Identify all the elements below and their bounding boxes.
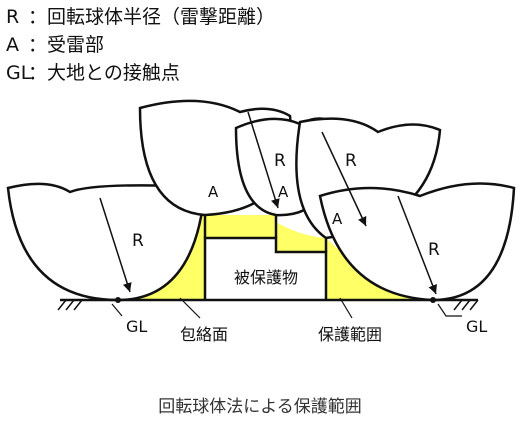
radius-arrow-top <box>247 111 280 209</box>
legend-text: 回転球体半径（雷撃距離） <box>47 6 276 28</box>
contact-point-right <box>430 297 436 303</box>
legend-row-gl: GL：大地との接触点 <box>6 62 180 84</box>
radius-arrow-right <box>397 195 437 295</box>
radius-label: R <box>345 151 357 171</box>
radius-arrow-left <box>99 197 132 293</box>
protected-zone-right <box>326 238 433 300</box>
legend-text: 大地との接触点 <box>47 62 180 84</box>
protection-label: 保護範囲 <box>318 325 382 344</box>
legend-sep: ： <box>28 62 48 84</box>
leader-gl-right <box>437 303 462 317</box>
legend-sep: ： <box>28 6 48 28</box>
rolling-sphere-diagram: R R R R A A A 被保護物 GL GL 包絡面 保護範囲 <box>6 99 516 344</box>
legend-sep: ： <box>28 34 48 56</box>
protected-zone-roof-left <box>205 215 276 238</box>
sphere-right <box>318 182 516 302</box>
strike-label: A <box>208 183 219 201</box>
protected-zone-roof-right <box>276 222 326 252</box>
contact-point-left <box>115 297 121 303</box>
radius-label: R <box>132 231 144 251</box>
legend-row-a: A ：受雷部 <box>6 34 104 56</box>
sphere-left <box>6 182 207 302</box>
legend-key: GL <box>6 62 32 84</box>
ground-hatch-right <box>453 299 479 311</box>
radius-label: R <box>274 151 286 171</box>
radius-label: R <box>428 240 440 260</box>
legend-text: 受雷部 <box>47 34 105 56</box>
strike-label: A <box>278 183 289 201</box>
legend-key: A <box>6 34 19 56</box>
radius-arrow-top-right <box>321 131 367 227</box>
legend-key: R <box>6 6 20 28</box>
figure-caption: 回転球体法による保護範囲 <box>158 397 362 417</box>
building-label: 被保護物 <box>234 268 298 287</box>
legend-row-r: R ：回転球体半径（雷撃距離） <box>6 6 275 28</box>
ground-label-left: GL <box>126 317 147 336</box>
building-outline <box>203 236 328 300</box>
ground-hatch-left <box>57 299 83 311</box>
leader-protection <box>339 297 353 319</box>
leader-gl-left <box>111 303 123 317</box>
leader-envelope <box>179 297 201 319</box>
strike-label: A <box>332 210 343 228</box>
ground-label-right: GL <box>466 317 487 336</box>
envelope-label: 包絡面 <box>180 325 228 344</box>
protected-zone-left <box>118 187 205 300</box>
